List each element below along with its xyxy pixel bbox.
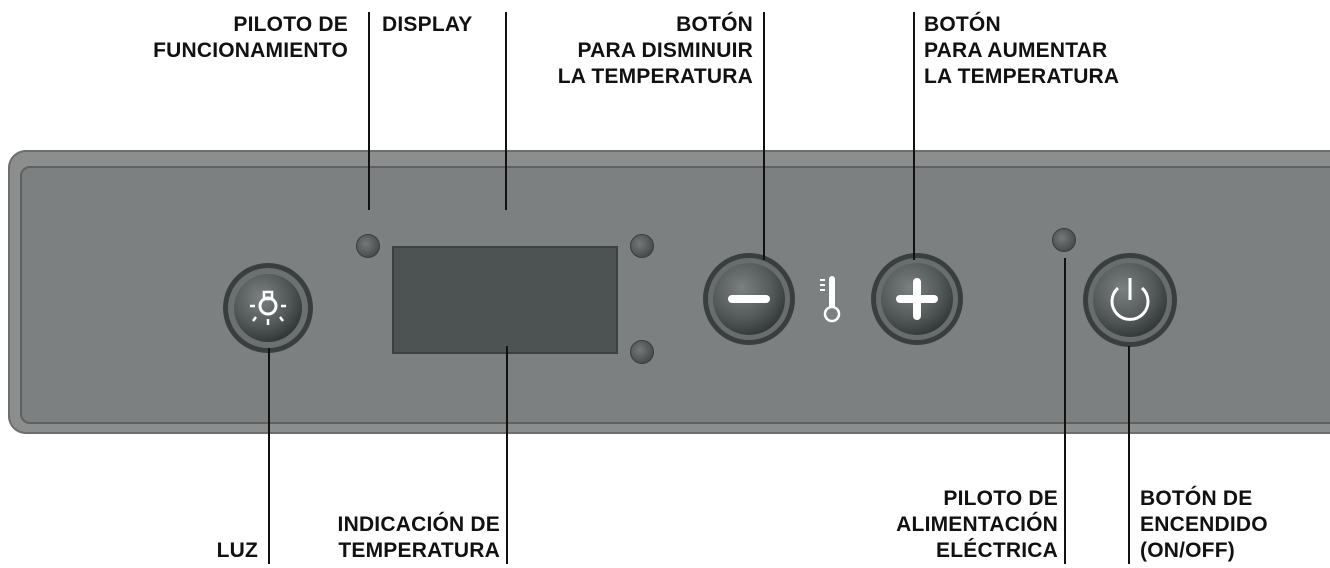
power-button[interactable]: [1082, 252, 1178, 353]
decrease-button-leader: [763, 12, 765, 260]
light-bulb-icon: [223, 263, 313, 353]
operation-pilot-leader: [368, 12, 370, 210]
power-button-label: BOTÓN DE ENCENDIDO (ON/OFF): [1140, 487, 1268, 562]
light-label: LUZ: [216, 539, 258, 562]
display-indicator-lower: [630, 340, 654, 364]
power-icon: [1083, 253, 1177, 347]
display-leader: [505, 12, 507, 210]
power-pilot-leader: [1064, 258, 1066, 564]
display-indicator-upper: [630, 234, 654, 258]
minus-icon: [703, 253, 795, 345]
temperature-indication-leader: [506, 346, 508, 564]
power-pilot-light: [1052, 228, 1076, 252]
thermometer-icon: [816, 272, 846, 331]
increase-button-leader: [913, 12, 915, 260]
increase-button-label: BOTÓN PARA AUMENTAR LA TEMPERATURA: [924, 13, 1120, 88]
operation-pilot-light: [356, 234, 380, 258]
decrease-button-label: BOTÓN PARA DISMINUIR LA TEMPERATURA: [557, 13, 753, 88]
decrease-temperature-button[interactable]: [702, 252, 796, 351]
temperature-indication-label: INDICACIÓN DE TEMPERATURA: [337, 513, 500, 562]
temperature-display: [392, 246, 618, 354]
light-leader: [268, 348, 270, 564]
plus-icon: [871, 253, 963, 345]
operation-pilot-label: PILOTO DE FUNCIONAMIENTO: [153, 13, 348, 62]
power-button-leader: [1128, 346, 1130, 564]
power-pilot-label: PILOTO DE ALIMENTACIÓN ELÉCTRICA: [896, 487, 1058, 562]
display-label: DISPLAY: [382, 13, 473, 36]
increase-temperature-button[interactable]: [870, 252, 964, 351]
light-button[interactable]: [222, 262, 314, 359]
